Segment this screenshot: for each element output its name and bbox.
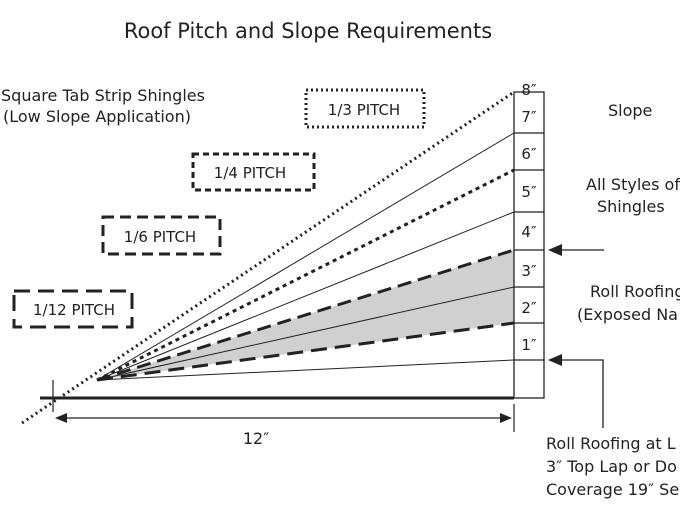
roll-roofing-line-2: (Exposed Na [577,305,678,324]
pitch-line-7 [96,132,515,381]
pitch-label-1-12: 1/12 PITCH [33,301,115,319]
roll-lap-line-1: Roll Roofing at L [546,434,676,453]
pitch-line-6 [96,168,515,382]
rise-scale [513,91,545,399]
pointer-arrow-4in-head [548,244,562,256]
pitch-label-1-4: 1/4 PITCH [214,164,286,182]
scale-mark-7: 7″ [521,108,537,126]
scale-mark-3: 3″ [521,262,537,280]
pointer-arrow-1in-head [548,354,562,366]
pitch-line-3 [96,286,515,381]
scale-mark-4: 4″ [521,223,537,241]
pitch-line-2 [96,321,515,382]
pitch-box-1-3 [304,88,426,129]
run-label: 12″ [243,429,269,448]
roll-lap-line-3: Coverage 19″ Se [546,480,679,499]
pitch-line-1 [96,359,515,381]
diagram-title: Roof Pitch and Slope Requirements [124,19,492,43]
left-note-line-1: Square Tab Strip Shingles [1,86,205,105]
roll-roofing-line-1: Roll Roofing [590,282,680,301]
scale-mark-6: 6″ [521,145,537,163]
pitch-box-1-12 [12,289,134,329]
slope-label: Slope [608,101,652,120]
roll-lap-line-2: 3″ Top Lap or Do [546,457,677,476]
run-arrow-right [500,413,512,423]
scale-mark-5: 5″ [521,183,537,201]
left-note-line-2: (Low Slope Application) [3,107,191,126]
pitch-box-1-6 [101,215,222,256]
scale-mark-8: 8″ [521,81,537,99]
run-arrow-left [55,413,67,423]
scale-mark-2: 2″ [521,299,537,317]
pointer-arrow-1in-shaft [560,359,604,428]
pitch-label-1-3: 1/3 PITCH [328,101,400,119]
pitch-box-1-4 [191,152,316,192]
scale-mark-1: 1″ [521,336,537,354]
pitch-line-4 [96,248,515,382]
all-styles-line-1: All Styles of [586,175,680,194]
pitch-label-1-6: 1/6 PITCH [124,228,196,246]
all-styles-line-2: Shingles [597,197,665,216]
pitch-line-8 [21,90,515,425]
pitch-line-5 [96,211,515,381]
